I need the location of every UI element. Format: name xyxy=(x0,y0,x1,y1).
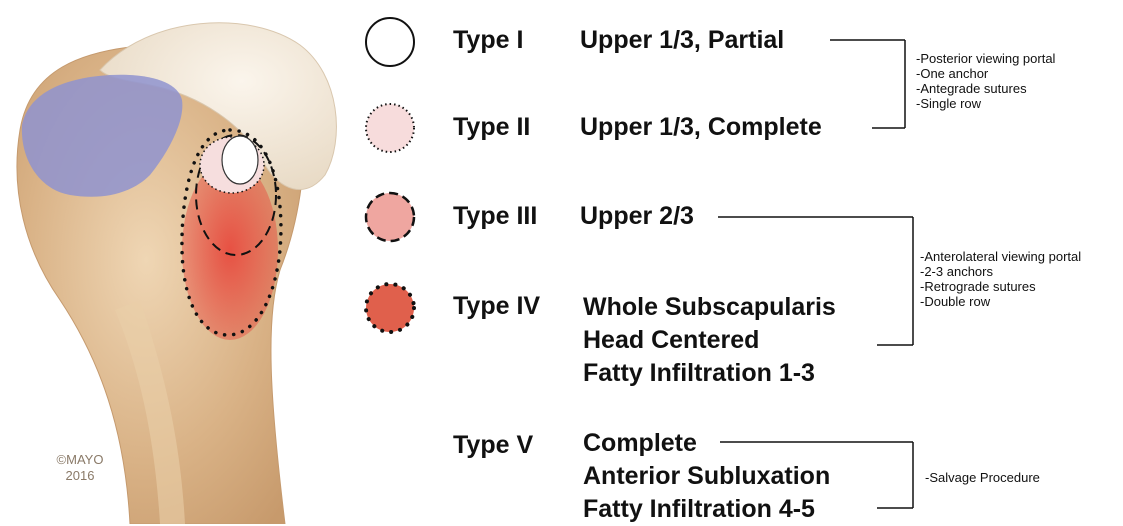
type-i-outline xyxy=(222,136,258,184)
type-i-marker xyxy=(366,18,414,66)
type-ii-marker xyxy=(366,104,414,152)
description-line: Upper 1/3, Complete xyxy=(580,111,822,144)
type-iv-label: Type IV xyxy=(453,292,540,321)
type-iii-marker xyxy=(366,193,414,241)
type-ii-label: Type II xyxy=(453,113,530,142)
note-line: -Antegrade sutures xyxy=(916,81,1055,96)
type-iv-description: Whole Subscapularis Head Centered Fatty … xyxy=(583,291,836,390)
note-line: -Anterolateral viewing portal xyxy=(920,249,1081,264)
description-line: Head Centered xyxy=(583,324,836,357)
group-1-notes: -Posterior viewing portal -One anchor -A… xyxy=(916,51,1055,111)
group-2-notes: -Anterolateral viewing portal -2-3 ancho… xyxy=(920,249,1081,309)
description-line: Fatty Infiltration 1-3 xyxy=(583,357,836,390)
note-line: -Single row xyxy=(916,96,1055,111)
type-iv-marker xyxy=(366,284,414,332)
group-3-notes: -Salvage Procedure xyxy=(925,470,1040,485)
type-v-description: Complete Anterior Subluxation Fatty Infi… xyxy=(583,427,830,526)
note-line: -Double row xyxy=(920,294,1081,309)
note-line: -Retrograde sutures xyxy=(920,279,1081,294)
note-line: -Salvage Procedure xyxy=(925,470,1040,485)
description-line: Whole Subscapularis xyxy=(583,291,836,324)
type-i-label: Type I xyxy=(453,26,523,55)
copyright-mark: ©MAYO 2016 xyxy=(50,452,110,484)
type-ii-description: Upper 1/3, Complete xyxy=(580,111,822,144)
bracket-group-1 xyxy=(830,40,905,128)
description-line: Anterior Subluxation xyxy=(583,460,830,493)
type-v-label: Type V xyxy=(453,431,533,460)
description-line: Upper 2/3 xyxy=(580,200,694,233)
type-iii-description: Upper 2/3 xyxy=(580,200,694,233)
description-line: Fatty Infiltration 4-5 xyxy=(583,493,830,526)
description-line: Upper 1/3, Partial xyxy=(580,24,784,57)
copyright-line-1: ©MAYO xyxy=(50,452,110,468)
note-line: -2-3 anchors xyxy=(920,264,1081,279)
note-line: -One anchor xyxy=(916,66,1055,81)
description-line: Complete xyxy=(583,427,830,460)
note-line: -Posterior viewing portal xyxy=(916,51,1055,66)
type-i-description: Upper 1/3, Partial xyxy=(580,24,784,57)
type-iii-label: Type III xyxy=(453,202,537,231)
copyright-line-2: 2016 xyxy=(50,468,110,484)
